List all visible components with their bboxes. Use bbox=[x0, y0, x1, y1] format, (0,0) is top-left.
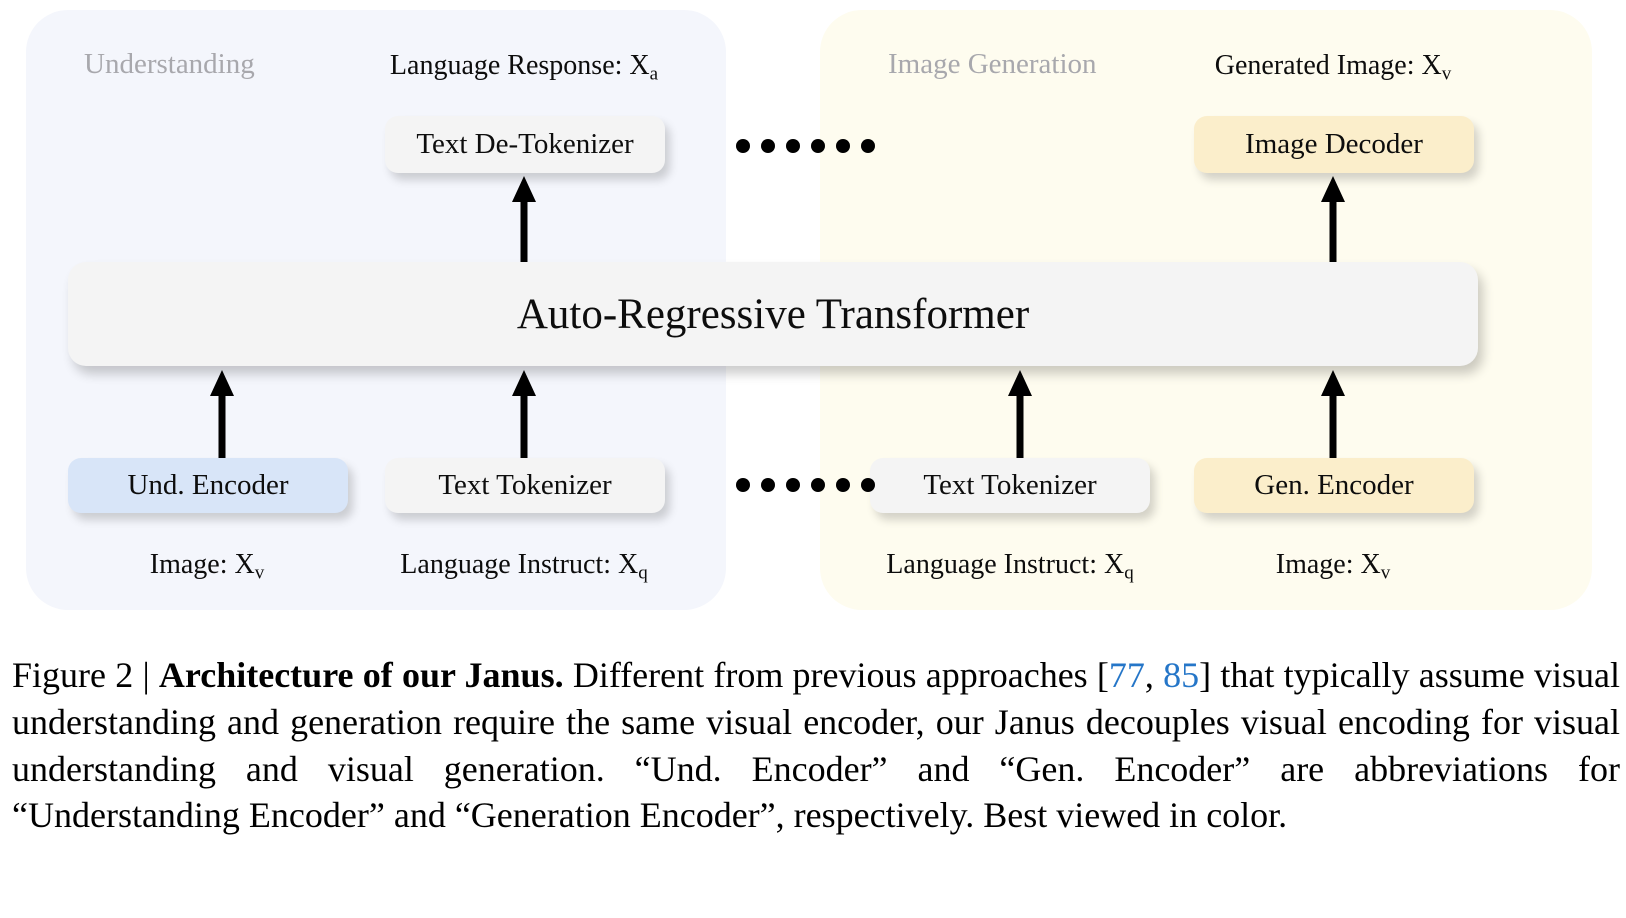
module-image-decoder[interactable]: Image Decoder bbox=[1194, 116, 1474, 173]
module-und-encoder-label: Und. Encoder bbox=[127, 469, 289, 501]
module-text-tokenizer-left-label: Text Tokenizer bbox=[438, 469, 612, 501]
label-generated-image-subscript: v bbox=[1441, 63, 1452, 85]
module-text-tokenizer-right-label: Text Tokenizer bbox=[923, 469, 1097, 501]
ellipsis-dot bbox=[861, 478, 875, 492]
ellipsis-dot bbox=[811, 139, 825, 153]
citation-separator: , bbox=[1144, 655, 1164, 695]
label-language-instruct-right: Language Instruct: Xq bbox=[886, 549, 1133, 584]
ellipsis-dot bbox=[761, 139, 775, 153]
figure-caption: Figure 2 | Architecture of our Janus. Di… bbox=[12, 652, 1620, 839]
module-auto-regressive-transformer-label: Auto-Regressive Transformer bbox=[516, 290, 1030, 338]
arrow-up-to-image-decoder bbox=[1321, 176, 1345, 264]
label-image-left: Image: Xv bbox=[150, 549, 264, 584]
arrow-up-to-text-de-tokenizer bbox=[512, 176, 536, 264]
module-image-decoder-label: Image Decoder bbox=[1245, 128, 1423, 160]
module-und-encoder[interactable]: Und. Encoder bbox=[68, 458, 348, 513]
label-language-instruct-right-subscript: q bbox=[1124, 562, 1134, 584]
citation-link-77[interactable]: 77 bbox=[1108, 655, 1145, 695]
label-image-right-text: Image: X bbox=[1275, 549, 1381, 580]
label-language-instruct-right-text: Language Instruct: X bbox=[886, 549, 1125, 580]
module-text-tokenizer-right[interactable]: Text Tokenizer bbox=[870, 458, 1150, 513]
arrow-up-from-gen-encoder bbox=[1321, 370, 1345, 460]
label-image-left-subscript: v bbox=[254, 562, 265, 584]
arrow-up-from-text-tokenizer-left bbox=[512, 370, 536, 460]
panel-title-understanding: Understanding bbox=[84, 48, 255, 80]
ellipsis-dot bbox=[836, 139, 850, 153]
figure-architecture-diagram: Understanding Image Generation Language … bbox=[26, 10, 1592, 610]
module-gen-encoder[interactable]: Gen. Encoder bbox=[1194, 458, 1474, 513]
caption-bold-title: Architecture of our Janus. bbox=[158, 655, 564, 695]
ellipsis-dot bbox=[811, 478, 825, 492]
label-image-right: Image: Xv bbox=[1276, 549, 1390, 584]
panel-title-image-generation: Image Generation bbox=[888, 48, 1097, 80]
label-image-right-subscript: v bbox=[1380, 562, 1391, 584]
ellipsis-dot bbox=[736, 139, 750, 153]
label-language-response-text: Language Response: X bbox=[389, 50, 650, 81]
caption-body-part-2: ] that typically assume visual understan… bbox=[12, 655, 1621, 836]
label-language-response: Language Response: Xa bbox=[390, 50, 658, 85]
label-language-instruct-left-text: Language Instruct: X bbox=[400, 549, 639, 580]
module-auto-regressive-transformer[interactable]: Auto-Regressive Transformer bbox=[68, 262, 1478, 366]
module-gen-encoder-label: Gen. Encoder bbox=[1254, 469, 1414, 501]
citation-link-85[interactable]: 85 bbox=[1163, 655, 1200, 695]
label-language-instruct-left: Language Instruct: Xq bbox=[400, 549, 647, 584]
ellipsis-dot bbox=[761, 478, 775, 492]
ellipsis-dot bbox=[786, 478, 800, 492]
label-generated-image: Generated Image: Xv bbox=[1215, 50, 1452, 85]
ellipsis-separator-bottom bbox=[736, 478, 875, 492]
ellipsis-dot bbox=[836, 478, 850, 492]
caption-figure-number: Figure 2 | bbox=[12, 655, 159, 695]
module-text-de-tokenizer-label: Text De-Tokenizer bbox=[416, 128, 634, 160]
ellipsis-dot bbox=[786, 139, 800, 153]
label-language-instruct-left-subscript: q bbox=[638, 562, 648, 584]
module-text-tokenizer-left[interactable]: Text Tokenizer bbox=[385, 458, 665, 513]
ellipsis-dot bbox=[861, 139, 875, 153]
label-image-left-text: Image: X bbox=[149, 549, 255, 580]
label-generated-image-text: Generated Image: X bbox=[1214, 50, 1442, 81]
ellipsis-dot bbox=[736, 478, 750, 492]
arrow-up-from-text-tokenizer-right bbox=[1008, 370, 1032, 460]
ellipsis-separator-top bbox=[736, 139, 875, 153]
label-language-response-subscript: a bbox=[649, 63, 659, 85]
module-text-de-tokenizer[interactable]: Text De-Tokenizer bbox=[385, 116, 665, 173]
arrow-up-from-und-encoder bbox=[210, 370, 234, 460]
caption-body-part-1: Different from previous approaches [ bbox=[563, 655, 1109, 695]
